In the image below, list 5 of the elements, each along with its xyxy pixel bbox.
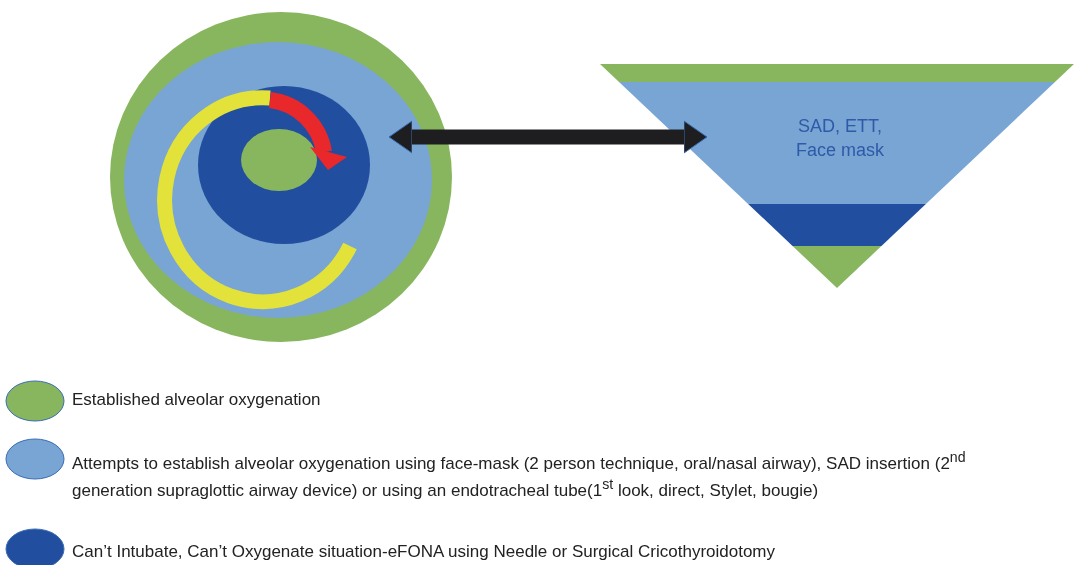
triangle-label: SAD, ETT, Face mask xyxy=(795,115,885,162)
legend-text: Can’t Intubate, Can’t Oxygenate situation-eFONA using Needle or Surgical Cricothyroidotomy xyxy=(72,541,777,562)
legend-text: Attempts to establish alveolar oxygenation using face-mask (2 person technique, oral/nasal airway), SAD insertion (2$^{nd}$ generation supraglottic airway device) or using an endotracheal tube(1$^{st}$ look, direct, Stylet, bougie) xyxy=(72,448,967,501)
double-arrow xyxy=(388,120,708,154)
legend-text: Established alveolar oxygenation xyxy=(72,389,322,410)
